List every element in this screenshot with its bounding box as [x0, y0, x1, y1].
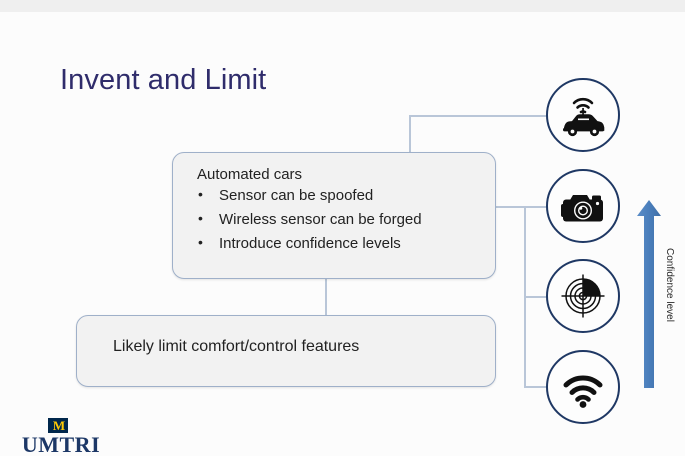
- camera-icon: [546, 169, 620, 243]
- michigan-m-letter: M: [52, 418, 66, 433]
- automated-cars-bullet-list: Sensor can be spoofed Wireless sensor ca…: [193, 186, 422, 259]
- connector-boxes-vertical: [325, 278, 327, 316]
- connector-top-horizontal: [409, 115, 548, 117]
- connector-camera-stub: [495, 206, 547, 208]
- connected-car-icon: [546, 78, 620, 152]
- list-item: Introduce confidence levels: [193, 234, 422, 252]
- limit-features-text: Likely limit comfort/control features: [113, 338, 360, 355]
- top-gray-band: [0, 0, 685, 12]
- connector-top-vertical: [409, 116, 411, 154]
- slide-canvas: Invent and Limit Automated cars Sensor c…: [0, 12, 685, 456]
- list-item: Sensor can be spoofed: [193, 186, 422, 204]
- limit-features-box: Likely limit comfort/control features: [76, 315, 496, 387]
- michigan-m-block: M: [48, 418, 68, 433]
- page-title: Invent and Limit: [60, 64, 267, 96]
- umtri-logo: M UMTRI: [18, 418, 104, 456]
- automated-cars-box: Automated cars Sensor can be spoofed Wir…: [172, 152, 496, 279]
- connector-wifi-branch: [524, 386, 548, 388]
- wifi-icon: [546, 350, 620, 424]
- confidence-level-arrow: [634, 198, 664, 393]
- confidence-level-label: Confidence level: [664, 248, 675, 322]
- list-item: Wireless sensor can be forged: [193, 210, 422, 228]
- umtri-wordmark: UMTRI: [21, 432, 101, 456]
- radar-icon: [546, 259, 620, 333]
- automated-cars-heading: Automated cars: [197, 166, 303, 183]
- connector-radar-branch: [524, 296, 548, 298]
